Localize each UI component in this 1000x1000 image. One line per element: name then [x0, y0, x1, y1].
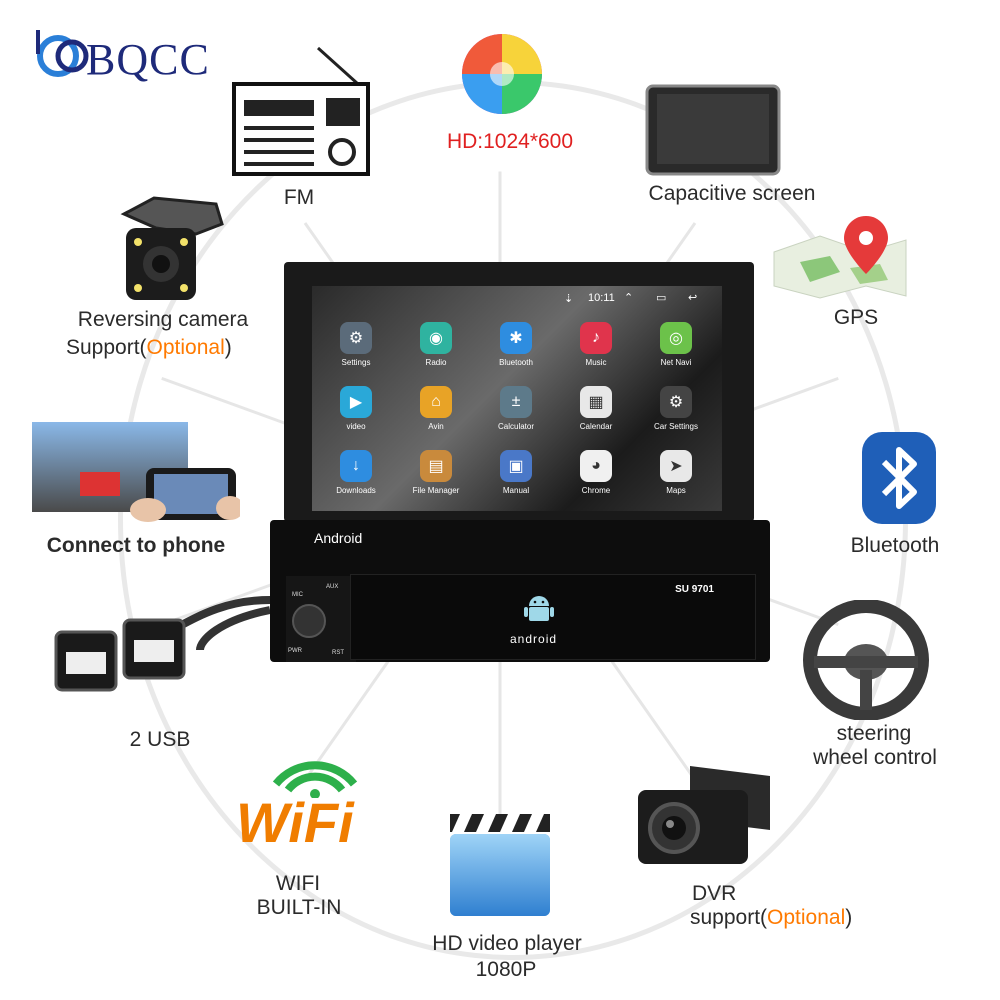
app-manual[interactable]: ▣ Manual [486, 450, 546, 495]
usb-cable-icon [54, 596, 271, 692]
car-settings-app-icon: ⚙ [660, 386, 692, 418]
app-file-manager[interactable]: ▤ File Manager [406, 450, 466, 495]
clapperboard-icon [450, 814, 550, 916]
steering-label-line2: wheel control [813, 746, 937, 769]
phone-mirror-icon [32, 422, 240, 522]
usb-label: 2 USB [129, 728, 191, 751]
app-label: Downloads [336, 486, 376, 495]
radio-icon [232, 46, 370, 176]
wifi-label-line2: BUILT-IN [256, 896, 342, 919]
chevron-up-icon[interactable]: ⌃ [624, 292, 634, 304]
connect-phone-label: Connect to phone [46, 534, 226, 557]
reversing-optional-text: Optional [146, 336, 225, 359]
download-status-icon: ⇣ [564, 293, 574, 305]
app-avin[interactable]: ⌂ Avin [406, 386, 466, 431]
app-calculator[interactable]: ± Calculator [486, 386, 546, 431]
wifi-icon [272, 761, 358, 798]
app-label: Calendar [579, 422, 613, 431]
slot-panel [350, 574, 756, 660]
avin-app-icon: ⌂ [420, 386, 452, 418]
chrome-app-icon: ◕ [580, 450, 612, 482]
steering-wheel-icon [803, 600, 929, 720]
calendar-app-icon: ▦ [580, 386, 612, 418]
status-bar: ⇣ 10:11 ⌃ ▭ ↩ [312, 286, 722, 308]
app-label: Net Navi [660, 358, 692, 367]
capacitive-screen-label: Capacitive screen [648, 182, 816, 205]
wifi-label-line1: WIFI [275, 872, 321, 895]
file-manager-app-icon: ▤ [420, 450, 452, 482]
app-label: Manual [502, 486, 530, 495]
app-label: Settings [341, 358, 371, 367]
head-unit-screen: ⇣ 10:11 ⌃ ▭ ↩ ⚙ Settings ◉ Radio ✱ Bluetooth ♪… [284, 262, 754, 522]
reversing-label-line1: Reversing camera [77, 308, 249, 331]
dvr-optional-text: Optional [767, 906, 846, 929]
android-screen: ⇣ 10:11 ⌃ ▭ ↩ ⚙ Settings ◉ Radio ✱ Bluetooth ♪… [312, 286, 722, 511]
gps-label: GPS [833, 306, 879, 329]
app-label: Radio [425, 358, 447, 367]
volume-knob[interactable] [292, 604, 326, 638]
hd-resolution-label: HD:1024*600 [446, 130, 574, 153]
radio-app-icon: ◉ [420, 322, 452, 354]
dashcam-icon [638, 766, 770, 864]
app-downloads[interactable]: ↓ Downloads [326, 450, 386, 495]
app-label: File Manager [412, 486, 460, 495]
map-pin-icon [773, 216, 907, 299]
app-radio[interactable]: ◉ Radio [406, 322, 466, 367]
downloads-app-icon: ↓ [340, 450, 372, 482]
pwr-label: PWR [288, 648, 302, 654]
settings-app-icon: ⚙ [340, 322, 372, 354]
brand-name: BQCC [86, 35, 210, 84]
net-navi-app-icon: ◎ [660, 322, 692, 354]
color-ball-icon [462, 34, 542, 114]
app-label: Calculator [497, 422, 534, 431]
app-video[interactable]: ▶ video [326, 386, 386, 431]
app-chrome[interactable]: ◕ Chrome [566, 450, 626, 495]
bluetooth-app-icon: ✱ [500, 322, 532, 354]
manual-app-icon: ▣ [500, 450, 532, 482]
app-settings[interactable]: ⚙ Settings [326, 322, 386, 367]
app-label: Chrome [581, 486, 611, 495]
app-calendar[interactable]: ▦ Calendar [566, 386, 626, 431]
video-app-icon: ▶ [340, 386, 372, 418]
fm-label: FM [283, 186, 315, 209]
brand-logo-icon [36, 30, 89, 77]
dvr-label-line2: support(Optional) [690, 906, 853, 929]
wifi-logo: WiFi [236, 791, 354, 854]
app-car-settings[interactable]: ⚙ Car Settings [646, 386, 706, 431]
maps-app-icon: ➤ [660, 450, 692, 482]
dvr-label-line1: DVR [692, 882, 737, 905]
calculator-app-icon: ± [500, 386, 532, 418]
reversing-label-line2: Support(Optional) [66, 336, 232, 359]
hd-video-label-line1: HD video player [432, 932, 582, 955]
steering-label-line1: steering [836, 722, 912, 745]
mic-label: MIC [292, 592, 303, 598]
app-label: Avin [428, 422, 444, 431]
android-brand-label: Android [314, 530, 363, 546]
app-maps[interactable]: ➤ Maps [646, 450, 706, 495]
app-label: Bluetooth [499, 358, 533, 367]
window-icon[interactable]: ▭ [656, 292, 667, 304]
reversing-camera-icon [120, 196, 224, 300]
app-label: video [346, 422, 366, 431]
app-net-navi[interactable]: ◎ Net Navi [646, 322, 706, 367]
rst-label: RST [332, 650, 344, 656]
app-music[interactable]: ♪ Music [566, 322, 626, 367]
music-app-icon: ♪ [580, 322, 612, 354]
head-unit-faceplate: Android MIC AUX PWR RST SU 9701 android [270, 520, 770, 662]
monitor-icon [645, 84, 781, 176]
app-label: Maps [666, 486, 686, 495]
hd-video-label-line2: 1080P [475, 958, 537, 981]
model-label: SU 9701 [675, 584, 714, 595]
app-label: Car Settings [653, 422, 699, 431]
app-label: Music [585, 358, 607, 367]
app-bluetooth[interactable]: ✱ Bluetooth [486, 322, 546, 367]
aux-label: AUX [326, 584, 339, 590]
android-robot-icon [524, 596, 554, 621]
back-icon[interactable]: ↩ [688, 292, 698, 304]
bluetooth-label: Bluetooth [850, 534, 940, 557]
android-logo-text: android [510, 632, 558, 646]
status-time: 10:11 [588, 292, 615, 304]
bluetooth-icon [862, 432, 936, 524]
